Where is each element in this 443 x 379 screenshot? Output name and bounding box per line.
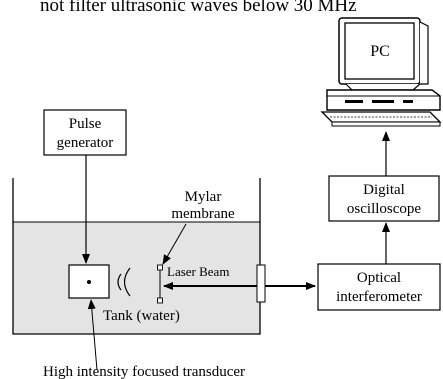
ultrasound-waves-icon — [117, 267, 131, 297]
tank-window — [256, 264, 266, 303]
mylar-label-2: membrane — [171, 206, 235, 222]
tank — [12, 178, 261, 335]
pulse-generator-label-2: generator — [57, 135, 114, 151]
interferometer-label-2: interferometer — [336, 289, 422, 305]
pulse-generator-label-1: Pulse — [69, 116, 102, 132]
header-text: not filter ultrasonic waves below 30 MHz — [40, 0, 357, 16]
interferometer-label-1: Optical — [357, 270, 401, 286]
transducer-dot — [87, 280, 91, 284]
membrane-clip-bottom — [157, 297, 163, 304]
digital-oscilloscope-box — [328, 175, 440, 222]
pulse-generator-box — [43, 109, 127, 156]
transducer-pointer-arrow — [87, 299, 98, 371]
optical-interferometer-box — [317, 263, 441, 311]
pc-computer-icon — [320, 17, 442, 127]
oscilloscope-label-2: oscilloscope — [347, 201, 421, 217]
membrane-clip-top — [157, 264, 163, 271]
laser-beam-label: Laser Beam — [167, 264, 229, 279]
pc-label: PC — [370, 43, 390, 60]
water-fill — [13, 222, 260, 334]
mylar-label-1: Mylar — [185, 189, 222, 205]
oscilloscope-label-1: Digital — [363, 182, 405, 198]
tank-label: Tank (water) — [103, 308, 180, 324]
mylar-pointer-arrow — [162, 223, 187, 265]
transducer-label: High intensity focused transducer — [43, 364, 245, 379]
